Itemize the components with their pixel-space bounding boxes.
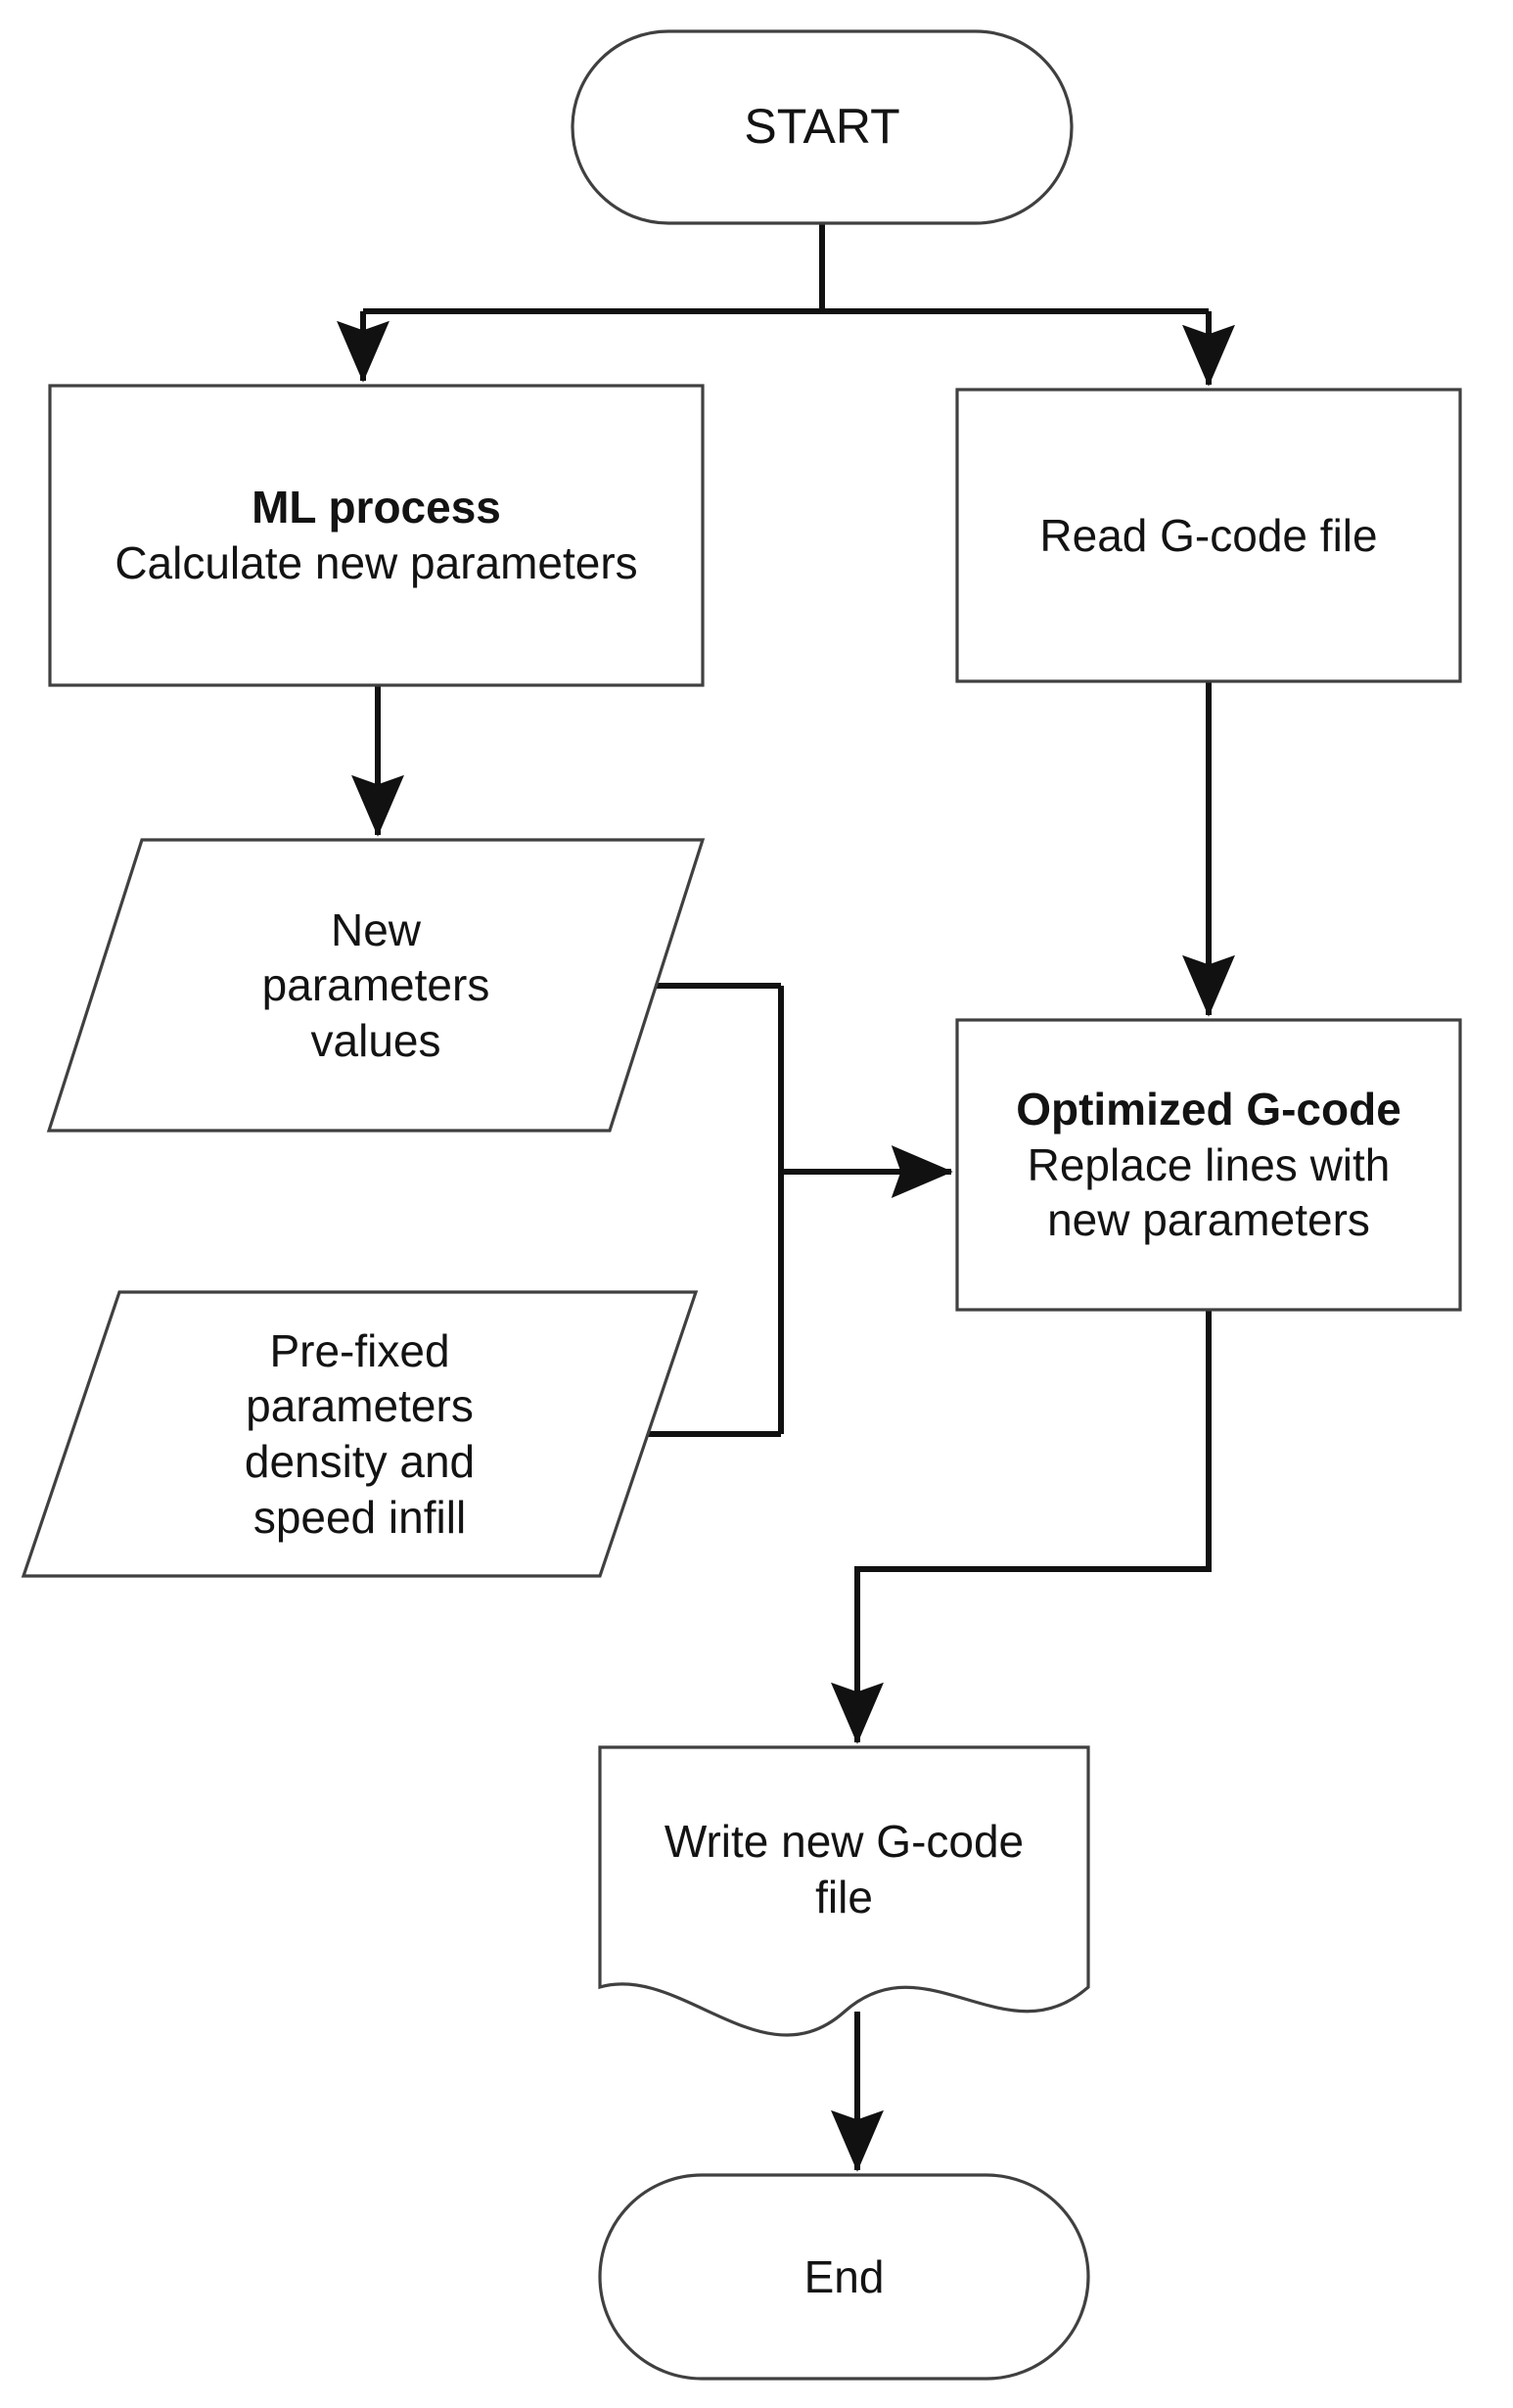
node-end-shape[interactable] (598, 2173, 1090, 2381)
node-optimized-gcode-shape[interactable] (955, 1018, 1462, 1312)
node-prefixed-parameters-shape[interactable] (21, 1290, 699, 1578)
node-start-shape[interactable] (571, 29, 1074, 225)
node-read-gcode-shape[interactable] (955, 388, 1462, 683)
node-write-gcode-shape[interactable] (598, 1745, 1090, 2037)
edge-optimized-to-write-gcode (831, 1310, 1212, 1744)
node-new-parameters-shape[interactable] (46, 838, 706, 1133)
node-ml-process-shape[interactable] (48, 384, 705, 687)
